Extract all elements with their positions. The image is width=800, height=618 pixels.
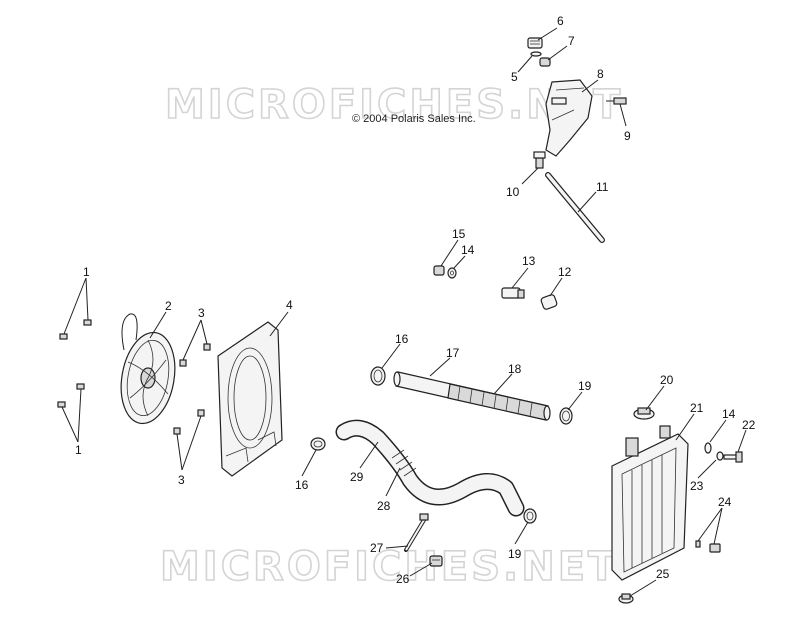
part-10-fitting bbox=[533, 151, 546, 169]
callout-6: 6 bbox=[557, 14, 564, 28]
part-3-clips-upper bbox=[179, 343, 211, 367]
callout-19-upper: 19 bbox=[578, 379, 592, 393]
part-16-clamp-lower bbox=[310, 437, 326, 451]
callout-4: 4 bbox=[286, 298, 293, 312]
callout-18: 18 bbox=[508, 362, 522, 376]
callout-20: 20 bbox=[660, 373, 674, 387]
callout-21: 21 bbox=[690, 401, 704, 415]
callout-29: 29 bbox=[350, 470, 364, 484]
callout-1-upper: 1 bbox=[83, 265, 90, 279]
callout-13: 13 bbox=[522, 254, 536, 268]
callout-8: 8 bbox=[597, 67, 604, 81]
callout-3-upper: 3 bbox=[198, 306, 205, 320]
callout-24: 24 bbox=[718, 495, 732, 509]
part-4-shroud bbox=[217, 321, 283, 477]
part-26-clip bbox=[429, 555, 443, 567]
callout-25: 25 bbox=[656, 567, 670, 581]
part-6-cap bbox=[527, 37, 543, 49]
part-18-corrugated-section bbox=[447, 383, 551, 421]
part-28-corrugated-section bbox=[391, 449, 417, 477]
callout-12: 12 bbox=[558, 265, 572, 279]
part-1-clips-upper bbox=[59, 319, 92, 340]
callout-17: 17 bbox=[446, 346, 460, 360]
callout-2: 2 bbox=[165, 299, 172, 313]
callout-7: 7 bbox=[568, 34, 575, 48]
part-22-bolt bbox=[723, 451, 743, 463]
callout-1-lower: 1 bbox=[75, 443, 82, 457]
callout-3-lower: 3 bbox=[178, 473, 185, 487]
callout-10: 10 bbox=[506, 185, 520, 199]
callout-9: 9 bbox=[624, 129, 631, 143]
callout-27: 27 bbox=[370, 541, 384, 555]
copyright-text: © 2004 Polaris Sales Inc. bbox=[352, 113, 476, 125]
leader-lines bbox=[61, 27, 747, 597]
watermark-top: MICROFICHES.NET bbox=[165, 82, 623, 128]
part-15-nut bbox=[433, 265, 445, 276]
part-14-washer-lower bbox=[704, 442, 712, 454]
part-5-washer bbox=[530, 51, 542, 57]
callout-16-upper: 16 bbox=[395, 332, 409, 346]
part-7-fitting bbox=[539, 57, 551, 67]
part-25-grommet bbox=[618, 593, 634, 604]
part-23-washer bbox=[716, 451, 724, 461]
part-3-clips-lower bbox=[173, 409, 205, 435]
part-19-clamp-upper bbox=[559, 407, 573, 425]
callout-14-lower: 14 bbox=[722, 407, 736, 421]
part-20-radiator-cap bbox=[633, 407, 655, 420]
callout-11: 11 bbox=[596, 180, 609, 194]
callout-26: 26 bbox=[396, 572, 410, 586]
part-13-fitting bbox=[501, 287, 525, 299]
watermark-bottom: MICROFICHES.NET bbox=[160, 544, 618, 590]
part-21-radiator bbox=[611, 425, 689, 581]
callout-16-lower: 16 bbox=[295, 478, 309, 492]
callout-22: 22 bbox=[742, 418, 756, 432]
callout-15: 15 bbox=[452, 227, 466, 241]
part-27-tie-strap bbox=[404, 513, 429, 552]
part-11-tube bbox=[545, 172, 605, 243]
part-24-clips bbox=[695, 540, 721, 553]
callout-19-lower: 19 bbox=[508, 547, 522, 561]
part-16-clamp-upper bbox=[370, 366, 386, 386]
callout-14-upper: 14 bbox=[461, 243, 475, 257]
callout-5: 5 bbox=[511, 70, 518, 84]
part-2-fan bbox=[120, 313, 176, 425]
callout-23: 23 bbox=[690, 479, 704, 493]
callout-labels: 1 1 2 3 3 4 5 6 7 8 9 10 11 12 13 14 15 … bbox=[75, 14, 756, 586]
part-12-sleeve bbox=[540, 294, 558, 310]
part-19-clamp-lower bbox=[523, 508, 537, 524]
part-14-washer-upper bbox=[447, 267, 457, 279]
callout-28: 28 bbox=[377, 499, 391, 513]
part-8-reservoir bbox=[545, 79, 593, 157]
part-29-lower-hose bbox=[335, 419, 525, 517]
